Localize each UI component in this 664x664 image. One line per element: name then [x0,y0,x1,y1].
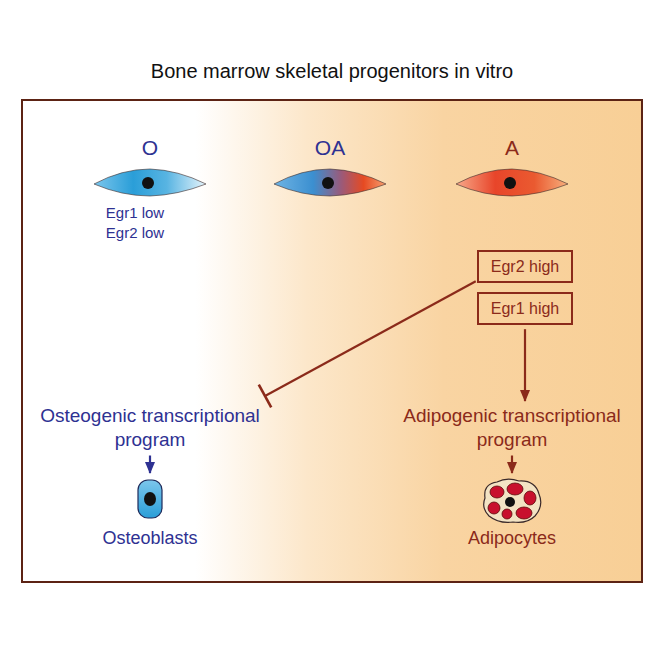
cell-icon [90,166,210,202]
program-node: Adipogenic transcriptional program [401,404,623,452]
cell-type-node: Adipocytes [468,476,556,549]
connector-line [511,456,513,474]
cell-body [456,169,568,196]
cell-nucleus [505,497,515,507]
cell-icon [452,166,572,202]
connector-line [265,281,476,396]
node-text: Egr1 high [491,299,560,318]
lipid-droplet [524,491,536,505]
cell-nucleus [144,492,156,506]
connector [150,456,151,474]
cell-nucleus [322,177,334,189]
factor-box: Egr2 high [477,250,574,283]
cell-nucleus [504,177,516,189]
progenitor-cell: O [90,136,210,202]
lipid-droplet [502,509,512,519]
cell-icon [270,166,390,202]
progenitor-cell: OA [270,136,390,202]
cell-nucleus [142,177,154,189]
lipid-droplet [507,483,523,495]
connector-line [149,456,151,474]
expression-label: Egr2 low [106,224,164,241]
connector-line [524,329,526,401]
node-text: Egr2 high [491,257,560,276]
lipid-droplet [490,486,504,498]
connector [259,281,476,407]
osteoblast-icon [130,476,170,522]
node-text: Adipocytes [468,528,556,549]
node-text: A [452,136,572,160]
factor-box: Egr1 high [477,292,574,325]
cell-body [138,480,162,518]
node-text: Osteoblasts [102,528,197,549]
lipid-droplet [488,502,500,514]
node-text: Osteogenic transcriptional program [39,404,261,452]
adipocyte-icon [477,476,547,526]
node-text: Adipogenic transcriptional program [401,404,623,452]
connector [525,329,526,401]
inhibition-bar [259,385,271,408]
cell-body [484,479,541,522]
panel-frame [22,100,642,582]
lipid-droplet [516,507,532,519]
connector [512,456,513,474]
progenitor-cell: A [452,136,572,202]
expression-label: Egr1 low [106,204,164,221]
node-text: O [90,136,210,160]
cell-body [274,169,386,196]
diagram-title: Bone marrow skeletal progenitors in vitr… [151,60,513,83]
cell-type-node: Osteoblasts [102,476,197,549]
program-node: Osteogenic transcriptional program [39,404,261,452]
cell-body [94,169,206,196]
node-text: OA [270,136,390,160]
